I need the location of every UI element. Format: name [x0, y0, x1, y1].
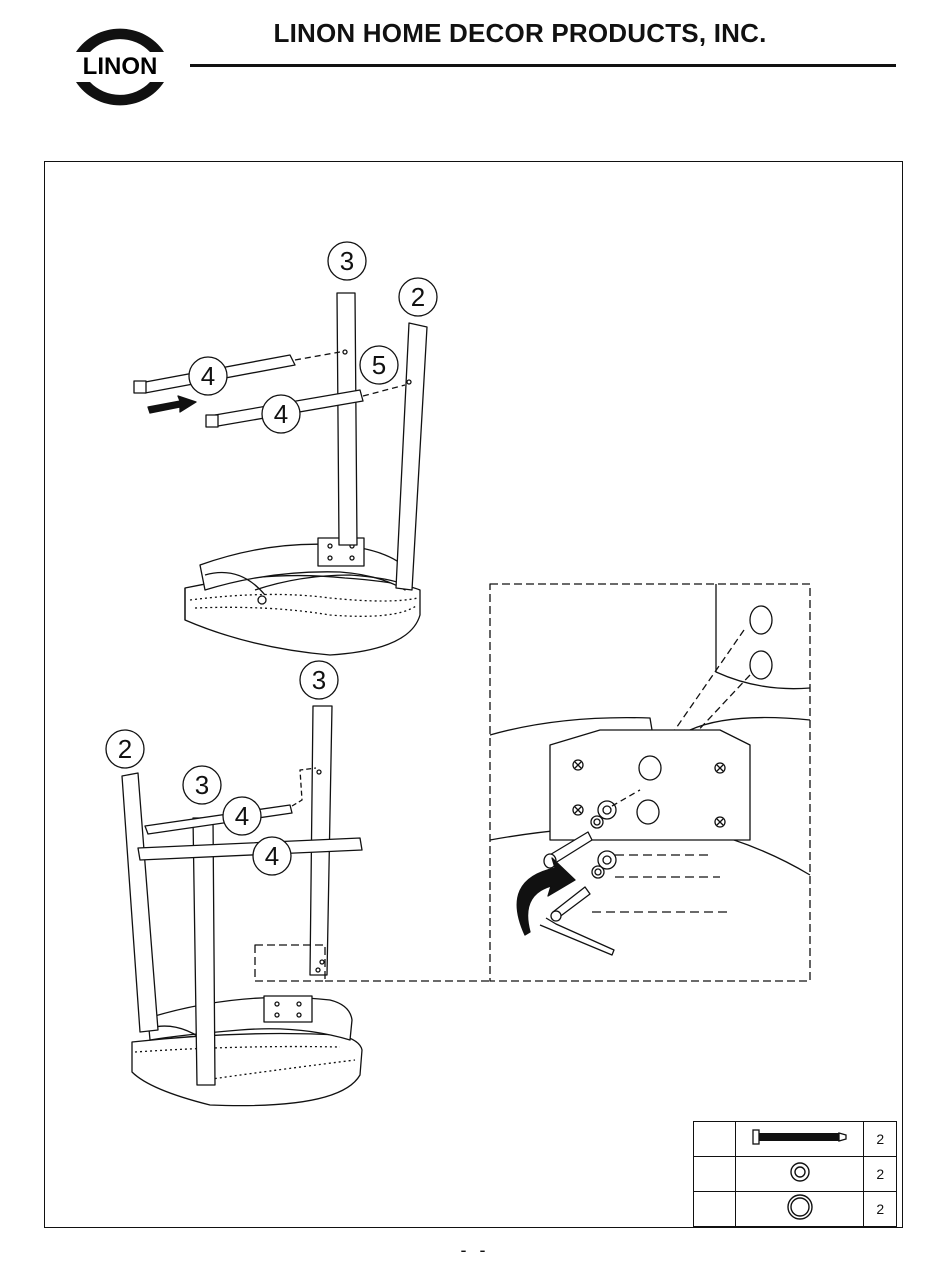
page-number: - -	[0, 1240, 950, 1261]
lock-washer-icon	[788, 1160, 812, 1184]
svg-text:4: 4	[274, 399, 288, 429]
callout-rail-4-top-b: 4	[262, 395, 300, 433]
callout-leg-2-bottom: 2	[106, 730, 144, 768]
callout-rail-4-bottom-b: 4	[253, 837, 291, 875]
hardware-row: 2	[694, 1157, 897, 1192]
callout-rail-4-top-a: 4	[189, 357, 227, 395]
svg-text:4: 4	[265, 841, 279, 871]
svg-text:2: 2	[118, 734, 132, 764]
svg-text:4: 4	[235, 801, 249, 831]
svg-text:4: 4	[201, 361, 215, 391]
callout-rail-4-bottom-a: 4	[223, 797, 261, 835]
hardware-row: 2	[694, 1192, 897, 1227]
callout-leg-2-top: 2	[399, 278, 437, 316]
callout-leg-3-top: 3	[328, 242, 366, 280]
bottom-assembly	[122, 706, 490, 1106]
svg-text:3: 3	[312, 665, 326, 695]
svg-text:5: 5	[372, 350, 386, 380]
hardware-table: 2 2 2	[693, 1121, 897, 1227]
hardware-qty: 2	[864, 1192, 897, 1227]
flat-washer-icon	[786, 1193, 814, 1221]
bolt-icon	[750, 1127, 850, 1147]
callout-leg-3-bottom: 3	[300, 661, 338, 699]
hardware-qty: 2	[864, 1122, 897, 1157]
detail-box	[490, 584, 810, 981]
callout-dowel-5-top: 5	[360, 346, 398, 384]
hardware-key	[694, 1192, 736, 1227]
hardware-key	[694, 1122, 736, 1157]
hardware-qty: 2	[864, 1157, 897, 1192]
svg-text:3: 3	[195, 770, 209, 800]
svg-text:2: 2	[411, 282, 425, 312]
svg-text:3: 3	[340, 246, 354, 276]
hardware-row: 2	[694, 1122, 897, 1157]
hardware-key	[694, 1157, 736, 1192]
callout-leg-3-bottom-b: 3	[183, 766, 221, 804]
